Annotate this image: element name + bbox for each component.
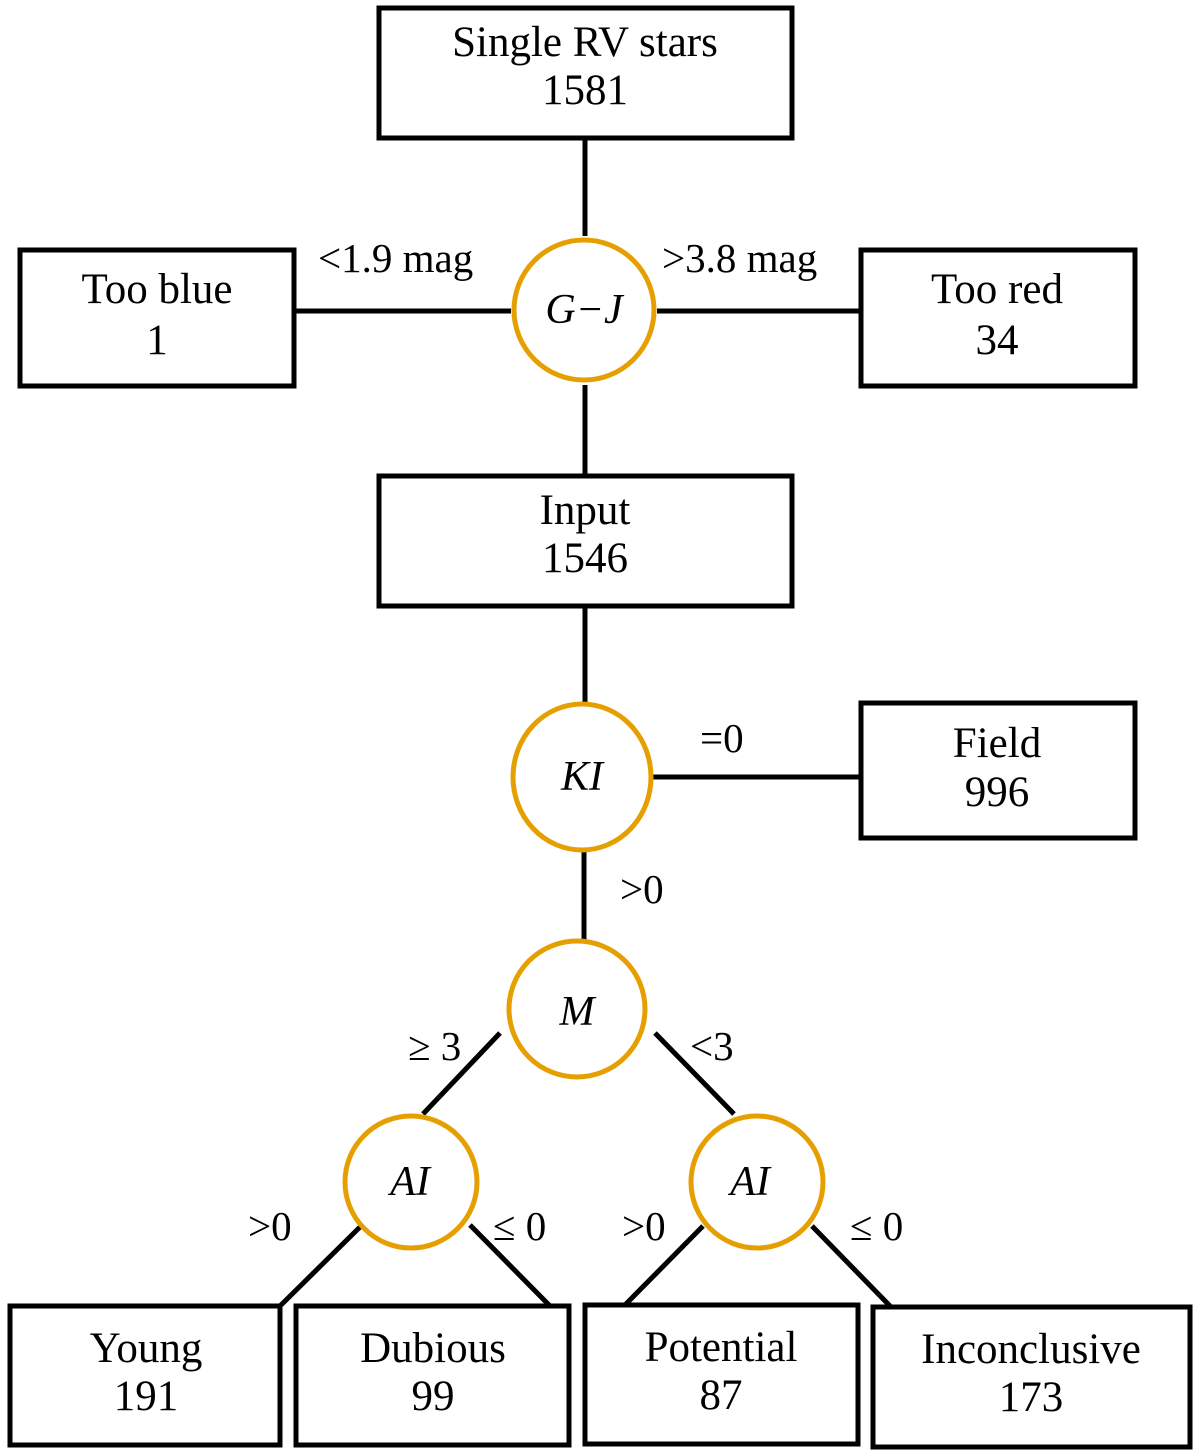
edge-label-too-red: >3.8 mag: [662, 235, 817, 281]
box-count: 1581: [542, 67, 628, 114]
edge-m-to-ai-right: [653, 1031, 736, 1116]
node-label: AI: [387, 1159, 432, 1205]
node-ai-right: AI: [688, 1113, 826, 1251]
edge-label-ki-zero: =0: [700, 715, 744, 761]
box-input: Input 1546: [376, 473, 795, 609]
box-too-red: Too red 34: [858, 247, 1138, 389]
box-title: Dubious: [360, 1325, 506, 1372]
box-title: Inconclusive: [921, 1326, 1141, 1373]
node-label: G−J: [545, 287, 625, 333]
box-count: 191: [114, 1373, 179, 1420]
edge-label-ai-left-positive: >0: [248, 1203, 292, 1249]
node-g-minus-j: G−J: [511, 237, 657, 383]
edge-label-too-blue: <1.9 mag: [318, 235, 473, 281]
box-count: 1546: [542, 535, 628, 582]
edge-ai-left-to-young: [278, 1225, 362, 1308]
box-title: Young: [90, 1325, 203, 1372]
edge-label-m-ge3: ≥ 3: [408, 1023, 461, 1069]
box-count: 87: [700, 1372, 743, 1419]
box-title: Potential: [645, 1324, 798, 1371]
box-count: 1: [146, 317, 168, 364]
edge-m-to-ai-left: [421, 1031, 502, 1116]
node-label: M: [559, 989, 597, 1035]
box-title: Single RV stars: [452, 19, 718, 66]
edge-label-ai-left-le0: ≤ 0: [493, 1203, 546, 1249]
box-count: 34: [976, 317, 1019, 364]
node-label: AI: [727, 1159, 772, 1205]
edge-label-ki-positive: >0: [620, 866, 664, 912]
box-potential: Potential 87: [582, 1302, 861, 1447]
box-count: 996: [965, 769, 1030, 816]
node-label: KI: [560, 754, 605, 800]
box-young: Young 191: [7, 1303, 283, 1448]
box-dubious: Dubious 99: [293, 1303, 572, 1448]
box-single-rv-stars: Single RV stars 1581: [376, 5, 795, 141]
box-title: Too blue: [81, 266, 232, 313]
node-ki: KI: [510, 701, 654, 853]
edge-label-ai-right-positive: >0: [622, 1203, 666, 1249]
edge-ai-right-to-potential: [622, 1224, 705, 1308]
box-count: 99: [412, 1373, 455, 1420]
box-too-blue: Too blue 1: [17, 247, 297, 389]
box-count: 173: [999, 1374, 1064, 1421]
box-inconclusive: Inconclusive 173: [870, 1304, 1193, 1450]
box-field: Field 996: [858, 700, 1138, 841]
edges: [278, 138, 892, 1308]
edge-label-ai-right-le0: ≤ 0: [850, 1203, 903, 1249]
box-title: Too red: [931, 266, 1063, 313]
node-m: M: [506, 938, 648, 1080]
box-title: Field: [953, 720, 1041, 767]
edge-ai-right-to-inconclusive: [810, 1224, 892, 1308]
node-ai-left: AI: [342, 1113, 480, 1251]
box-title: Input: [540, 487, 631, 534]
edge-label-m-lt3: <3: [690, 1023, 734, 1069]
edge-ai-left-to-dubious: [468, 1223, 552, 1308]
